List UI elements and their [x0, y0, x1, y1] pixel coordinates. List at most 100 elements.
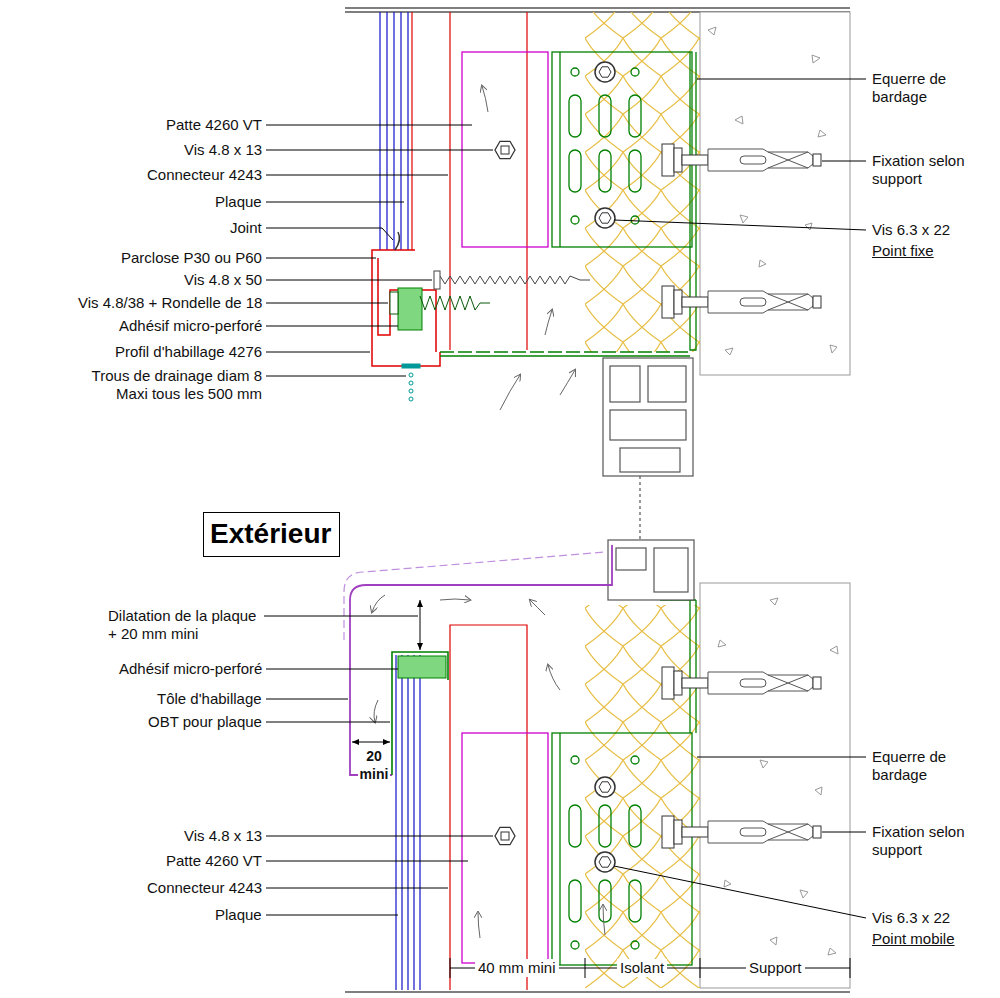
part-label: Parclose P30 ou P60: [121, 249, 262, 267]
leader-line: [266, 888, 448, 889]
dimension-label: 20 mini: [358, 747, 390, 783]
leader-line: [266, 915, 398, 916]
plate-lines: [395, 655, 396, 990]
leader-line: [697, 79, 866, 80]
dimension-label: Isolant: [617, 959, 667, 977]
adhesive-strip: [398, 288, 422, 330]
part-label: Adhésif micro-perforé: [119, 660, 262, 678]
note-label: Trous de drainage diam 8 Maxi tous les 5…: [80, 367, 262, 403]
dimension-label: 40 mm mini: [475, 959, 559, 977]
window-frame: [610, 366, 640, 402]
equerre-bracket: [599, 150, 611, 192]
bavette-sheet: [440, 351, 690, 353]
note-label: Point mobile: [872, 930, 955, 948]
window-frame: [610, 410, 686, 440]
leader-line: [266, 125, 472, 126]
part-label: Vis 4.8 x 13: [184, 827, 262, 845]
leader-line: [264, 616, 418, 617]
screw-heads: [595, 62, 615, 82]
drainage-holes: [402, 364, 420, 401]
window-frame: [620, 448, 680, 472]
dimension-line: [850, 958, 851, 978]
fixing-anchor: [662, 144, 821, 848]
leader-line: [266, 376, 406, 377]
adhesive-strip: [398, 288, 446, 678]
equerre-bracket: [599, 95, 611, 137]
concrete-support: [700, 583, 850, 988]
bracket-patte: [462, 52, 548, 963]
screw-heads: [595, 208, 615, 228]
screw-heads: [595, 777, 615, 797]
part-label: Vis 4.8 x 13: [184, 141, 262, 159]
part-label: Plaque: [215, 906, 262, 924]
bavette-sheet: [440, 355, 690, 357]
drainage-holes: [409, 381, 413, 385]
connector-4243: [411, 12, 412, 250]
plate-lines: [413, 655, 414, 990]
plate-lines: [407, 655, 408, 990]
dimension-label: Dilatation de la plaque + 20 mm mini: [108, 607, 262, 643]
bracket-patte: [462, 733, 548, 963]
leader-line: [266, 280, 432, 281]
screw-heads: [595, 852, 615, 872]
part-label: Connecteur 4243: [147, 166, 262, 184]
adhesive-strip: [398, 656, 446, 678]
equerre-bracket: [569, 805, 581, 847]
equerre-bracket: [599, 880, 611, 922]
part-label: Plaque: [215, 193, 262, 211]
equerre-bracket: [629, 95, 641, 137]
plate-lines: [419, 655, 420, 990]
plate-lines: [386, 12, 387, 250]
screw-heads: [495, 62, 615, 872]
airflow-arrows: [500, 375, 520, 410]
fixing-anchor: [662, 144, 821, 176]
equerre-bracket: [569, 95, 581, 137]
parclose-profile: [372, 250, 440, 366]
equerre-bracket: [629, 150, 641, 192]
leader-line: [266, 326, 398, 327]
part-label: Fixation selon support: [872, 152, 984, 188]
part-label: Vis 4.8/38 + Rondelle de 18: [78, 294, 262, 312]
cover-sheet: [344, 545, 612, 775]
part-label: Joint: [230, 219, 262, 237]
leader-line: [614, 866, 866, 918]
equerre-bracket: [571, 756, 579, 764]
equerre-bracket: [571, 68, 579, 76]
equerre-bracket: [559, 733, 560, 965]
leader-line: [266, 861, 468, 862]
plate-lines: [400, 12, 401, 250]
dimension-line: [585, 958, 586, 978]
leader-line: [266, 175, 448, 176]
part-label: Connecteur 4243: [147, 879, 262, 897]
airflow-arrows: [530, 600, 545, 615]
airflow-arrows: [440, 599, 470, 600]
region-box: Extérieur: [203, 512, 340, 557]
part-label: Equerre de bardage: [872, 748, 984, 784]
part-label: Vis 6.3 x 22: [872, 909, 950, 927]
airflow-arrows: [603, 905, 605, 935]
dimension-line: [352, 600, 850, 978]
drainage-holes: [409, 397, 413, 401]
drainage-holes: [409, 389, 413, 393]
equerre-bracket: [569, 150, 581, 192]
plate-lines: [407, 12, 408, 250]
equerre-bracket: [571, 216, 579, 224]
part-label: Profil d'habillage 4276: [115, 343, 262, 361]
part-label: Fixation selon support: [872, 823, 984, 859]
plate-lines: [379, 12, 380, 250]
fixing-anchor: [662, 816, 821, 848]
equerre-bracket: [631, 756, 639, 764]
equerre-bracket: [569, 880, 581, 922]
leader-line: [266, 258, 376, 259]
leader-line: [266, 699, 348, 700]
equerre-bracket: [571, 941, 579, 949]
screw-thread: [390, 292, 398, 314]
window-frame: [648, 366, 686, 402]
leader-line: [697, 757, 866, 758]
region-title: Extérieur: [210, 517, 333, 551]
leader-line: [822, 161, 866, 162]
airflow-arrows: [372, 86, 605, 938]
part-label: Adhésif micro-perforé: [119, 317, 262, 335]
